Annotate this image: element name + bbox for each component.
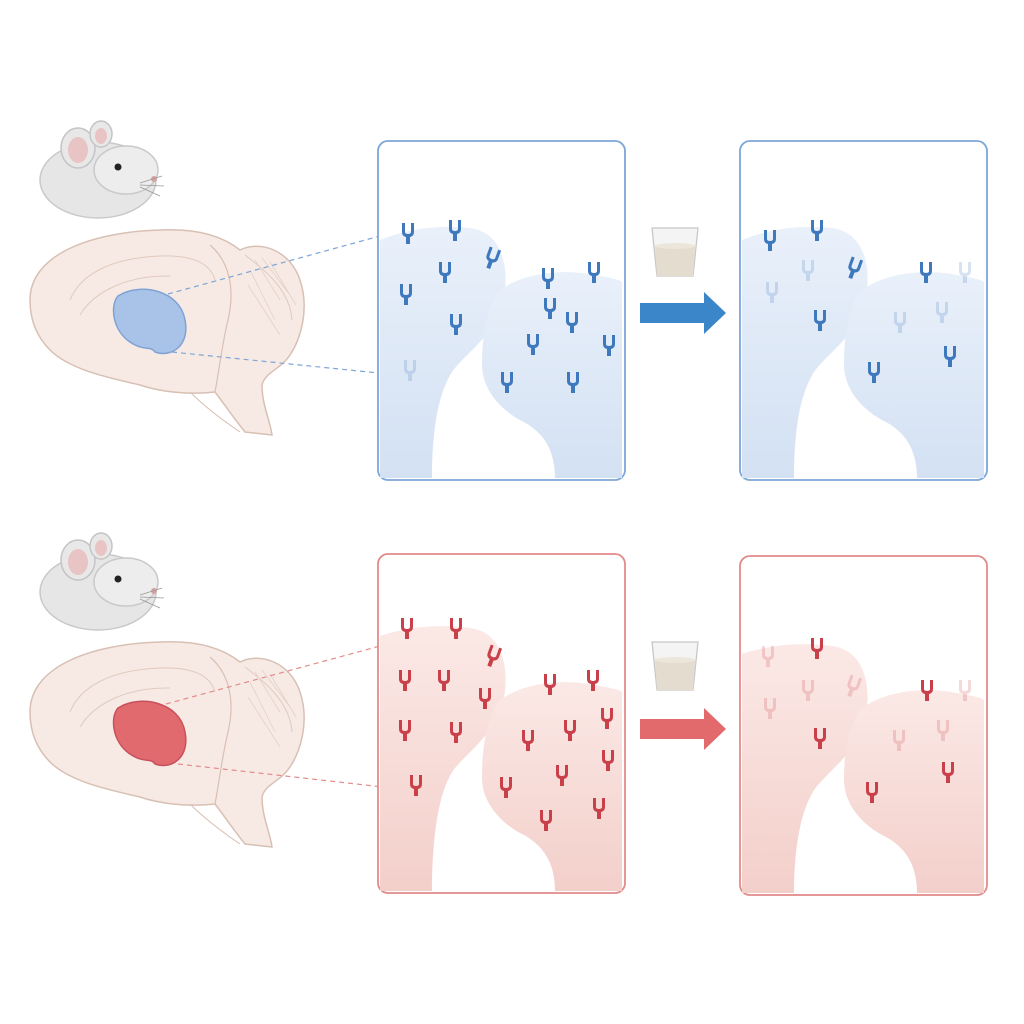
right-arrow-icon — [640, 292, 726, 334]
mouse-icon — [39, 120, 165, 219]
drink-cup-icon — [651, 641, 699, 691]
synapse-panel-after — [739, 140, 988, 481]
right-arrow-icon — [640, 708, 726, 750]
synapse-panel-after — [739, 555, 988, 896]
brain-icon — [29, 641, 305, 848]
mouse-icon — [39, 532, 165, 631]
synapse-panel-before — [377, 553, 626, 894]
synapse-panel-before — [377, 140, 626, 481]
row-altered — [29, 532, 988, 896]
brain-icon — [29, 229, 305, 436]
row-control — [29, 120, 988, 481]
drink-cup-icon — [651, 227, 699, 277]
